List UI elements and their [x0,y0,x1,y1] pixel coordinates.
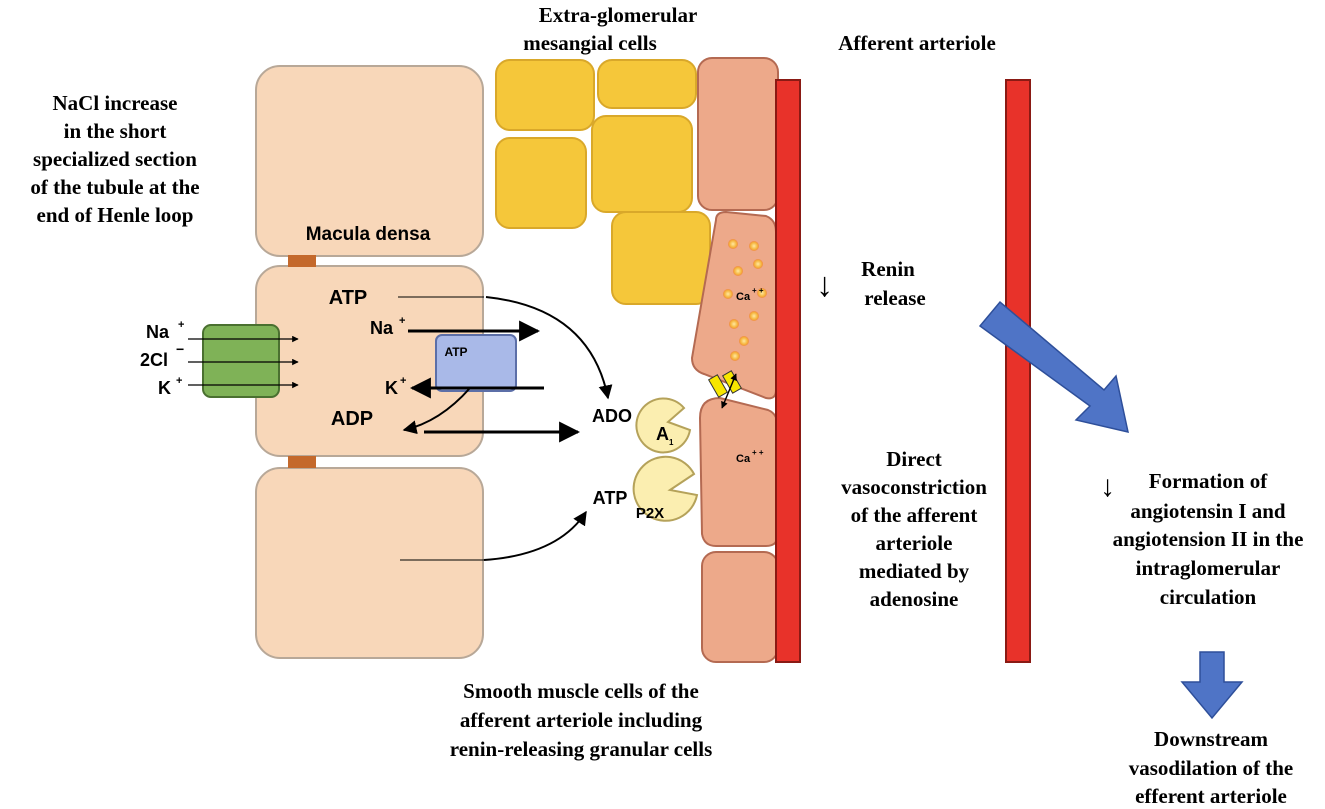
nacl-label-line1: NaCl increase [52,91,177,115]
mesangial-label-line2: mesangial cells [523,31,657,55]
gap-junction-channel [707,370,743,409]
na-left-charge: + [178,319,184,331]
vaso-label-line3: of the afferent [851,503,978,527]
formation-label-line2: angiotensin I and [1130,499,1286,523]
formation-label-line1: Formation of [1149,469,1268,493]
ca-lower-label: Ca [736,453,751,465]
formation-label-line5: circulation [1160,585,1257,609]
cell-junction [288,255,316,267]
ca-lower-charge: + + [752,448,764,457]
renin-down-arrow: ↓ [816,267,833,304]
atp-to-adp-arrow [402,387,471,435]
ca-upper-label: Ca [736,291,751,303]
smooth-label-line1: Smooth muscle cells of the [463,679,699,703]
cl-left-charge: − [176,341,184,357]
formation-label-line4: intraglomerular [1136,556,1281,580]
ca-upper-charge: + + [752,286,764,295]
vaso-label-line1: Direct [886,447,942,471]
tubule-cell-top [255,65,484,257]
atp-top-label: ATP [329,287,368,309]
formation-down-arrow: ↓ [1100,470,1115,503]
mesangial-cell [495,137,587,229]
mesangial-cell [495,59,595,131]
k-plus-charge: + [400,375,406,387]
mesangial-cells [495,59,711,305]
formation-big-arrow [978,300,1129,433]
smooth-label-line3: renin-releasing granular cells [450,737,713,761]
renin-label-line2: release [864,286,925,310]
na-plus-label: Na [370,318,394,338]
a1-label: A [656,424,669,444]
tubule-cell-bottom [255,467,484,659]
nkcc2-cotransporter [202,324,280,398]
cotransporter-arrows [188,335,299,389]
mesangial-cell [611,211,711,305]
renin-granules [723,239,767,361]
na-left-label: Na [146,322,170,342]
afferent-arteriole-label: Afferent arteriole [838,31,996,55]
na-plus-charge: + [399,315,405,327]
a1-receptor [635,397,692,454]
a1-subscript: 1 [669,438,674,447]
p2x-receptor [632,455,699,522]
atpase-label: ATP [444,345,467,359]
efferent-arteriole-wall [1005,79,1031,663]
na-k-atpase [435,334,517,392]
vaso-label-line6: adenosine [870,587,959,611]
vaso-label-line4: arteriole [876,531,953,555]
downstream-label-line2: vasodilation of the [1129,756,1294,780]
ado-label: ADO [592,406,632,426]
cl-left-label: 2Cl [140,350,168,370]
atp-lower-label: ATP [593,488,628,508]
atp-release-arrow [483,510,587,561]
k-left-label: K [158,378,171,398]
vaso-label-line5: mediated by [859,559,970,583]
downstream-big-arrow [1180,651,1244,720]
nacl-label-line4: of the tubule at the [30,175,199,199]
p2x-label: P2X [636,505,664,522]
mesangial-label-line1: Extra-glomerular [539,3,698,27]
granular-cell-lower [698,396,779,547]
macula-densa-label: Macula densa [306,224,431,245]
k-plus-label: K [385,378,398,398]
cell-junction [288,456,316,468]
mesangial-cell [591,115,693,213]
smooth-muscle-cell [697,57,779,211]
nacl-label-line5: end of Henle loop [37,203,194,227]
smooth-muscle-cell [701,551,779,663]
adp-label: ADP [331,408,373,430]
smooth-label-line2: afferent arteriole including [460,708,703,732]
mesangial-cell [597,59,697,109]
downstream-label-line3: efferent arteriole [1135,784,1287,808]
transport-arrows [398,296,613,561]
atp-to-ado-arrow [485,296,613,400]
renin-label-line1: Renin [861,257,915,281]
downstream-label-line1: Downstream [1154,727,1268,751]
nacl-label-line2: in the short [64,119,167,143]
nacl-label-line3: specialized section [33,147,197,171]
formation-label-line3: angiotension II in the [1113,527,1304,551]
afferent-arteriole-wall [775,79,801,663]
k-left-charge: + [176,375,182,387]
vaso-label-line2: vasoconstriction [841,475,987,499]
